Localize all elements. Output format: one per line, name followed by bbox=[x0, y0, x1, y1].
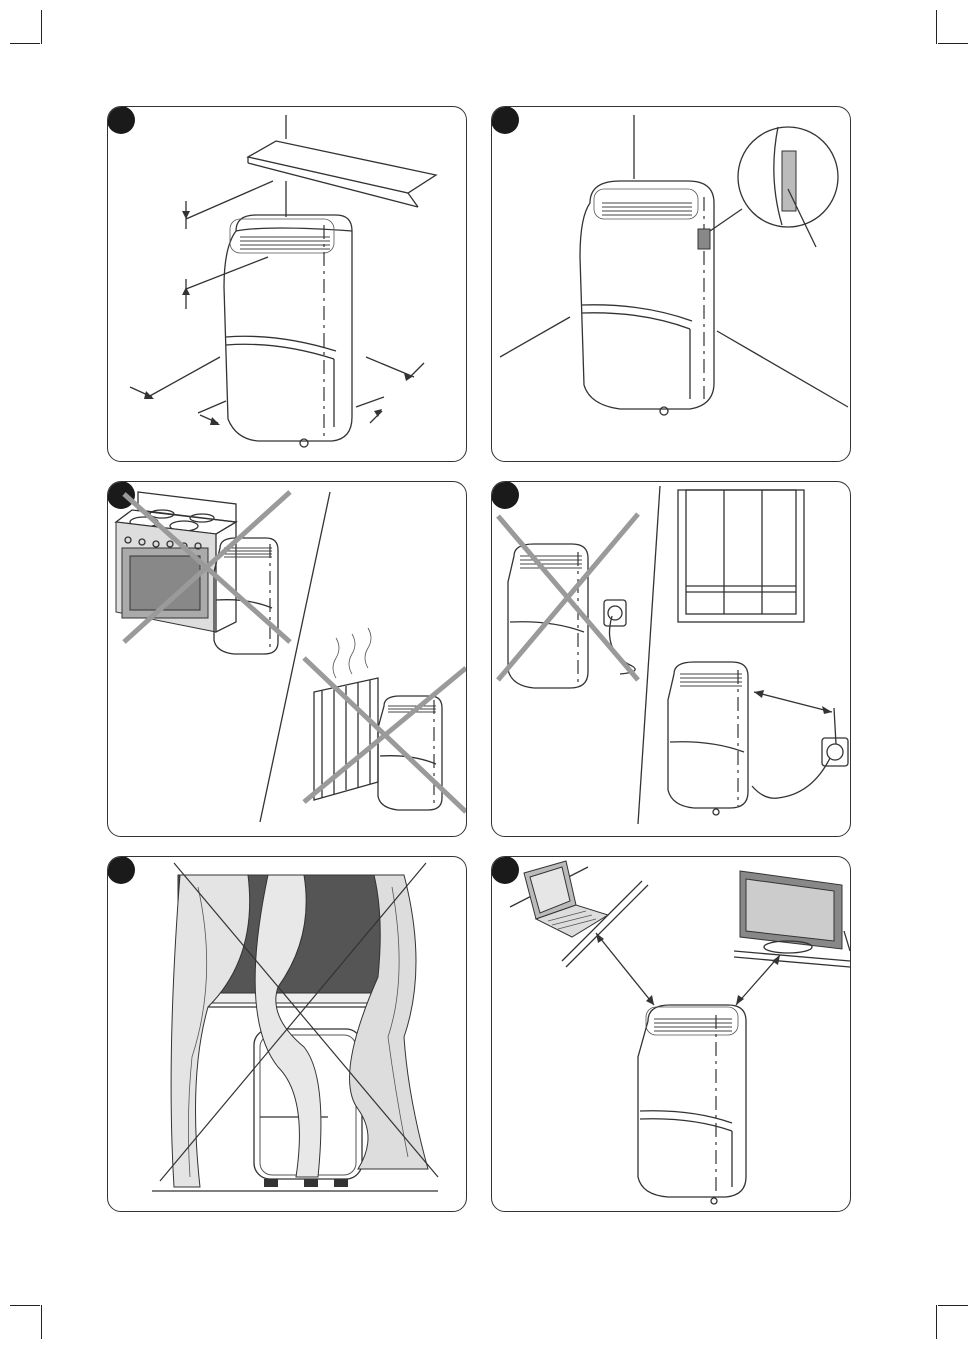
panel-corner bbox=[491, 106, 851, 462]
crop-mark bbox=[10, 1305, 40, 1306]
panel-electronics bbox=[491, 856, 851, 1212]
panel-clearance bbox=[107, 106, 467, 462]
panel-curtains bbox=[107, 856, 467, 1212]
curtains-illustration bbox=[108, 857, 467, 1212]
crop-mark bbox=[41, 10, 42, 44]
crop-mark bbox=[936, 1305, 937, 1339]
clearance-illustration bbox=[108, 107, 467, 462]
crop-mark bbox=[41, 1305, 42, 1339]
panel-socket bbox=[491, 481, 851, 837]
crop-mark bbox=[938, 43, 968, 44]
panel-heat-sources bbox=[107, 481, 467, 837]
socket-illustration bbox=[492, 482, 851, 837]
heat-sources-illustration bbox=[108, 482, 467, 837]
electronics-illustration bbox=[492, 857, 851, 1212]
crop-mark bbox=[936, 10, 937, 44]
corner-illustration bbox=[492, 107, 851, 462]
crop-mark bbox=[938, 1305, 968, 1306]
crop-mark bbox=[10, 43, 40, 44]
